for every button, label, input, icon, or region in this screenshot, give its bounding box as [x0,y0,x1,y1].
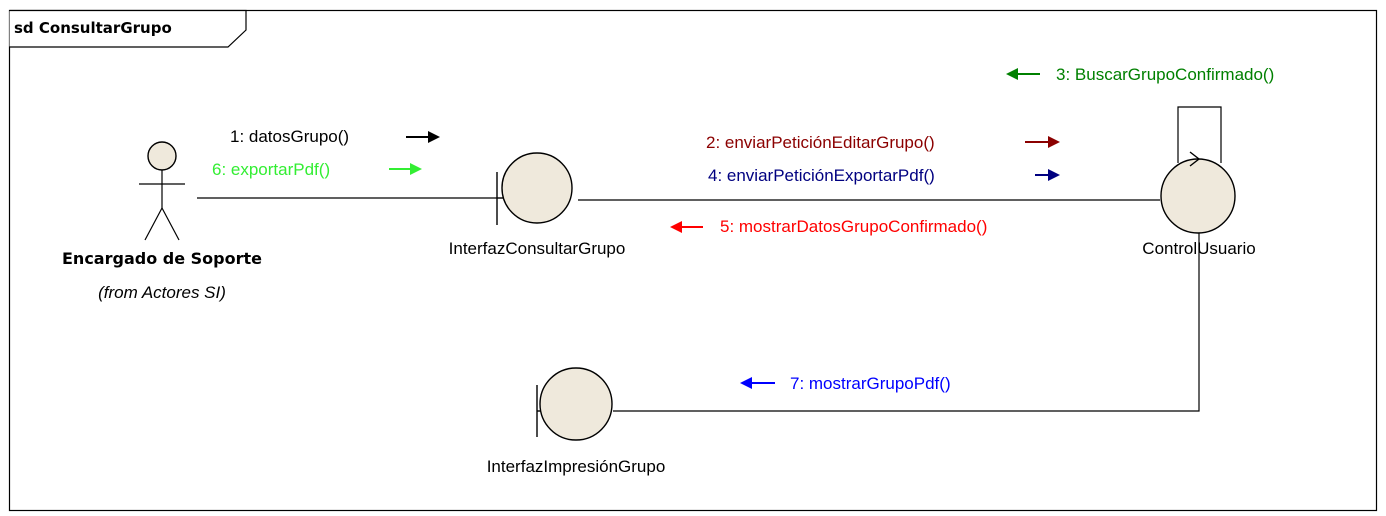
object-label-interfaz-impresion-grupo: InterfazImpresiónGrupo [487,457,666,476]
control-circle [1160,158,1236,234]
message-1-label: 1: datosGrupo() [230,127,349,146]
message-5-arrow [670,221,703,233]
boundary-interfaz-consultar-grupo[interactable] [496,152,573,225]
actor-left-leg [144,207,163,241]
message-3-arrow [1006,68,1040,80]
boundary-circle [539,367,613,441]
link-control-print [613,233,1200,412]
message-7-arrow [740,377,775,389]
boundary-interfaz-impresion-grupo[interactable] [536,367,613,441]
message-3-label: 3: BuscarGrupoConfirmado() [1056,65,1274,84]
message-5-label: 5: mostrarDatosGrupoConfirmado() [720,217,987,236]
actor-right-leg [161,207,180,241]
message-6-label: 6: exportarPdf() [212,160,330,179]
actor-encargado-de-soporte[interactable] [139,141,185,241]
message-1-arrow [406,131,440,143]
actor-name: Encargado de Soporte [62,249,262,268]
actor-source: (from Actores SI) [98,283,226,302]
message-2-label: 2: enviarPeticiónEditarGrupo() [706,133,935,152]
object-label-control-usuario: ControlUsuario [1142,239,1255,258]
object-label-interfaz-consultar-grupo: InterfazConsultarGrupo [449,239,626,258]
control-arrowhead [1189,151,1201,167]
message-2-arrow [1025,136,1060,148]
self-link-control [1177,106,1222,163]
message-4-arrow [1035,169,1060,181]
diagram-frame [8,9,1378,512]
actor-head [147,141,177,171]
control-control-usuario[interactable] [1160,151,1236,234]
message-7-label: 7: mostrarGrupoPdf() [790,374,951,393]
message-4-label: 4: enviarPeticiónExportarPdf() [708,166,935,185]
frame-title: sd ConsultarGrupo [14,19,172,37]
frame-title-tab [9,9,247,48]
boundary-circle [501,152,573,224]
message-6-arrow [389,163,422,175]
